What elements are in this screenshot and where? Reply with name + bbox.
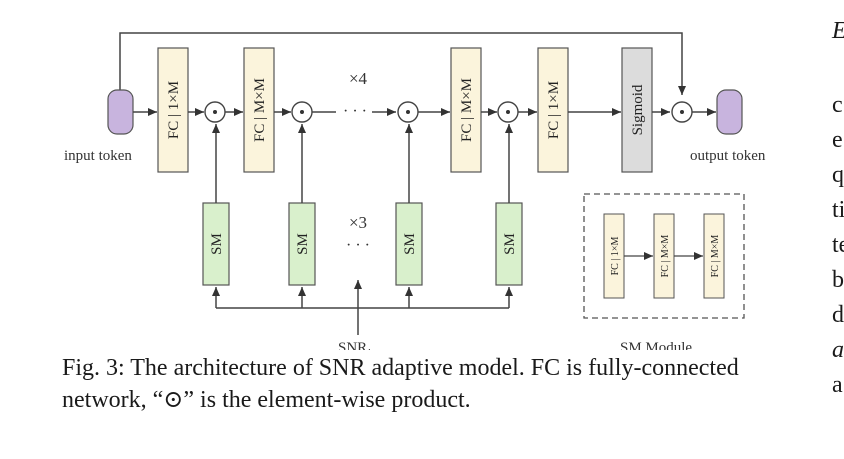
margin-letter: a: [832, 337, 844, 363]
fc-block-mid-b-label: FC | M×M: [459, 78, 475, 142]
fc-block-mid-a: [243, 47, 275, 173]
svg-text:SM: SM: [209, 233, 225, 255]
margin-letter: a: [832, 372, 843, 398]
fc-block-last-label: FC | 1×M: [546, 81, 562, 139]
skip-connection: [119, 32, 686, 95]
margin-letter: ti: [832, 197, 844, 223]
sigmoid-label: Sigmoid: [630, 84, 646, 135]
margin-letter: c: [832, 92, 843, 118]
sm-module-fc3: FC | M×M: [710, 235, 721, 278]
sm-module-box: [583, 193, 745, 319]
margin-letter: te: [832, 232, 844, 258]
input-token-block: [107, 89, 134, 135]
svg-text:SM: SM: [295, 233, 311, 255]
margin-letter: b: [832, 267, 844, 293]
right-column-fragment: E c e q ti te b d a a: [810, 0, 844, 459]
ellipsis-bottom: · · ·: [346, 237, 370, 254]
sm-module-title: SM Module: [620, 340, 692, 350]
svg-text:SM: SM: [402, 233, 418, 255]
margin-letter: E: [832, 18, 844, 45]
snr-label: SNRi: [338, 340, 370, 350]
sm-block-1: SM: [202, 202, 230, 286]
fc-block-first-label: FC | 1×M: [166, 81, 182, 139]
fc-block-last: [537, 47, 569, 173]
sm-block-3: SM: [395, 202, 423, 286]
sm-module-fc2: FC | M×M: [660, 235, 671, 278]
fc-block-mid-b: [450, 47, 482, 173]
input-token-label: input token: [64, 148, 132, 164]
output-token-label: output token: [690, 148, 766, 164]
figure-caption: Fig. 3: The architecture of SNR adaptive…: [62, 355, 739, 413]
ellipsis-top: · · ·: [343, 103, 367, 120]
sm-block-2: SM: [288, 202, 316, 286]
repeat-top-label: ×4: [349, 69, 368, 88]
fc-block-mid-a-label: FC | M×M: [252, 78, 268, 142]
architecture-diagram: input token FC | 1×M FC | M×M · · · ×4 F…: [64, 32, 766, 350]
margin-letter: q: [832, 162, 844, 188]
output-token-block: [716, 89, 743, 135]
margin-letter: e: [832, 127, 843, 153]
sm-module-fc1: FC | 1×M: [610, 237, 621, 276]
fc-block-first: [157, 47, 189, 173]
sm-block-4: SM: [495, 202, 523, 286]
svg-text:SM: SM: [502, 233, 518, 255]
margin-letter: d: [832, 302, 844, 328]
sigmoid-block: [621, 47, 653, 173]
repeat-bottom-label: ×3: [349, 213, 367, 232]
